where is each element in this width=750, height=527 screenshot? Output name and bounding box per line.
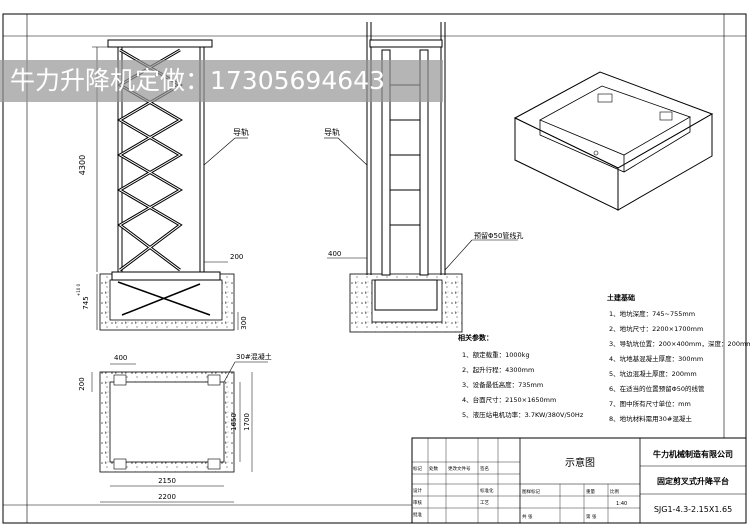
front-dim-200: 200 — [230, 253, 243, 261]
side-conduit-label: 预留Φ50管线孔 — [474, 231, 523, 240]
front-pit-depth-dim: 745 — [82, 296, 90, 309]
side-view: 导轨 400 预留Φ50管线孔 — [324, 22, 523, 333]
iso-right-face — [617, 113, 713, 211]
tb-cell-change-doc: 更改文件号 — [448, 465, 471, 472]
params-item-1: 1、额定载重：1000kg — [462, 350, 530, 359]
front-dim-300: 300 — [240, 316, 248, 329]
tb-cell-review: 审核 — [413, 499, 422, 506]
civil-item-6: 6、在适当的位置预留Φ50的线管 — [609, 384, 705, 393]
civil-item-7: 7、图中所有尺寸单位：mm — [609, 399, 691, 408]
front-height-dim: 4300 — [78, 155, 87, 175]
plan-rail-pocket-tr — [207, 374, 221, 386]
plan-pit — [109, 381, 225, 463]
side-scissor-col-left — [381, 49, 391, 276]
plan-dim-2200: 2200 — [158, 493, 176, 501]
tb-cell-weight: 重量 — [586, 488, 595, 495]
tb-cell-sheet-no: 第 张 — [586, 513, 597, 520]
front-guide-leader — [203, 137, 236, 166]
tb-cell-approve: 批准 — [413, 511, 422, 518]
tb-cell-standard: 标准化 — [480, 487, 494, 494]
iso-rail-pocket-a — [597, 93, 613, 103]
tb-cell-process: 工艺 — [480, 500, 489, 506]
plan-view: 400 200 1650 1700 2150 2200 30#混凝土 — [78, 352, 272, 503]
plan-dim-200: 200 — [78, 377, 86, 390]
tb-model: SJG1-4.3-2.15X1.65 — [654, 505, 732, 514]
front-platform — [107, 39, 213, 48]
params-item-3: 3、设备最低高度：735mm — [462, 380, 543, 389]
plan-concrete-leader — [223, 361, 236, 383]
plan-concrete-label: 30#混凝土 — [236, 352, 272, 361]
title-block-frame — [411, 437, 747, 524]
side-conduit-leader — [444, 239, 473, 271]
front-tolerance: +10 0 — [76, 283, 81, 296]
tb-product: 固定剪叉式升降平台 — [657, 476, 729, 486]
watermark-banner-text: 牛力升降机定做：17305694643 — [10, 66, 385, 95]
title-block: 标记 处数 更改文件号 签名 设计 标准化 审核 工艺 批准 图样标记 重量 比… — [411, 437, 747, 524]
side-scissor-col-right — [419, 49, 429, 276]
tb-company: 牛力机械制造有限公司 — [653, 449, 733, 459]
side-base — [374, 279, 438, 311]
civil-title: 土建基础 — [607, 293, 635, 302]
params-title: 相关参数： — [458, 333, 493, 342]
front-base-frame — [111, 271, 221, 281]
plan-rail-pocket-bl — [113, 458, 127, 470]
tb-cell-ratio: 比例 — [610, 488, 619, 495]
plan-dim-400: 400 — [114, 354, 127, 362]
plan-rail-pocket-tl — [113, 374, 127, 386]
tb-cell-total-sheets: 共 张 — [522, 513, 533, 520]
side-dim-400: 400 — [328, 250, 341, 258]
tb-cell-drawing-mark: 图样标记 — [522, 488, 540, 495]
plan-dim-2150: 2150 — [158, 477, 176, 485]
isometric-pit — [513, 71, 714, 211]
tb-drawing-title: 示意图 — [565, 456, 595, 469]
side-guide-label: 导轨 — [324, 127, 340, 137]
params-item-5: 5、液压站电机功率：3.7KW/380V/50Hz — [462, 410, 584, 419]
tb-scale-value: 1:40 — [616, 501, 627, 507]
civil-item-1: 1、地坑深度：745~755mm — [609, 309, 695, 318]
plan-rail-pocket-br — [207, 458, 221, 470]
civil-block: 土建基础 1、地坑深度：745~755mm 2、地坑尺寸：2200×1700mm… — [607, 293, 750, 423]
civil-item-4: 4、坑地基混凝土厚度：300mm — [609, 354, 703, 363]
front-guide-label: 导轨 — [233, 127, 249, 137]
civil-item-5: 5、坑边混凝土厚度：200mm — [609, 369, 697, 378]
params-block: 相关参数： 1、额定载重：1000kg 2、起升行程：4300mm 3、设备最低… — [458, 333, 584, 419]
plan-dim-1700: 1700 — [243, 413, 251, 431]
tb-cell-design: 设计 — [413, 487, 422, 494]
plan-dim-1650: 1650 — [230, 413, 238, 431]
side-platform — [369, 39, 443, 48]
tb-cell-sign: 签名 — [480, 465, 489, 472]
side-guide-leader — [337, 137, 368, 166]
tb-cell-mark: 标记 — [413, 465, 422, 472]
params-item-2: 2、起升行程：4300mm — [462, 365, 534, 374]
params-item-4: 4、台面尺寸：2150×1650mm — [462, 395, 556, 404]
iso-conduit-hole — [593, 150, 599, 156]
tb-cell-count: 处数 — [429, 465, 438, 472]
sheet-border — [2, 13, 747, 524]
front-cylinder-b — [121, 283, 201, 316]
civil-item-3: 3、导轨坑位置：200×400mm，深度：200mm — [609, 339, 750, 348]
civil-item-8: 8、地坑材料需用30#混凝土 — [609, 414, 692, 423]
civil-item-2: 2、地坑尺寸：2200×1700mm — [609, 324, 703, 333]
watermark-banner — [0, 60, 443, 102]
iso-rail-pocket-b — [659, 111, 673, 121]
